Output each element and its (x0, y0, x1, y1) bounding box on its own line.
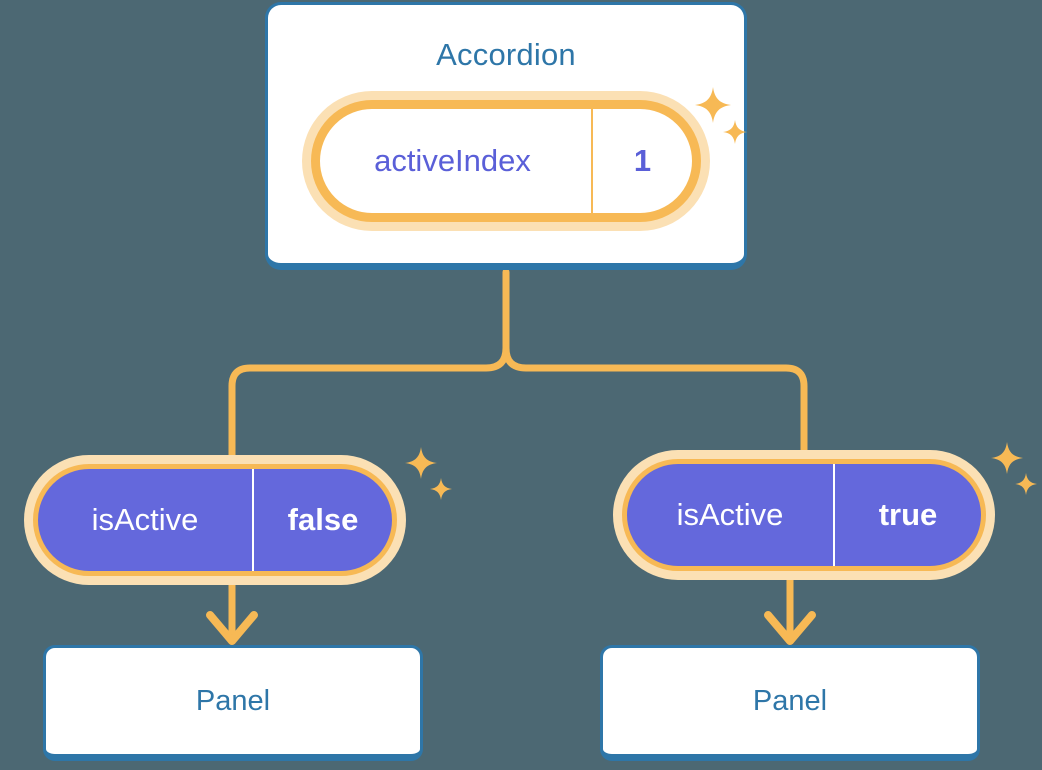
panel-component-card-right[interactable]: Panel (600, 645, 980, 761)
sparkle-icon-left-large (404, 446, 438, 480)
state-pill-value: false (287, 502, 359, 537)
state-pill-divider (252, 469, 254, 571)
connector-branch-left (228, 344, 510, 468)
panel-component-card-left[interactable]: Panel (43, 645, 423, 761)
state-pill-key: isActive (676, 497, 784, 532)
sparkle-icon-right-large (990, 441, 1024, 475)
state-pill-is-active-true[interactable]: isActive true (622, 459, 986, 571)
state-pill-value: true (878, 497, 938, 532)
panel-card-title: Panel (752, 684, 828, 717)
state-pill-key: activeIndex (374, 143, 531, 178)
state-pill-active-index[interactable]: activeIndex 1 (311, 100, 701, 222)
sparkle-icon-right-small (1014, 472, 1038, 496)
state-pill-is-active-false[interactable]: isActive false (33, 464, 397, 576)
connector-branch-right (502, 344, 808, 463)
state-pill-divider (833, 464, 835, 566)
state-pill-key: isActive (91, 502, 199, 537)
panel-card-title: Panel (195, 684, 271, 717)
state-pill-value: 1 (633, 143, 652, 178)
sparkle-icon-left-small (429, 477, 453, 501)
state-pill-divider (591, 109, 593, 213)
accordion-card-title: Accordion (436, 37, 576, 72)
arrow-down-icon-right (764, 567, 816, 645)
arrow-down-icon-left (206, 572, 258, 645)
